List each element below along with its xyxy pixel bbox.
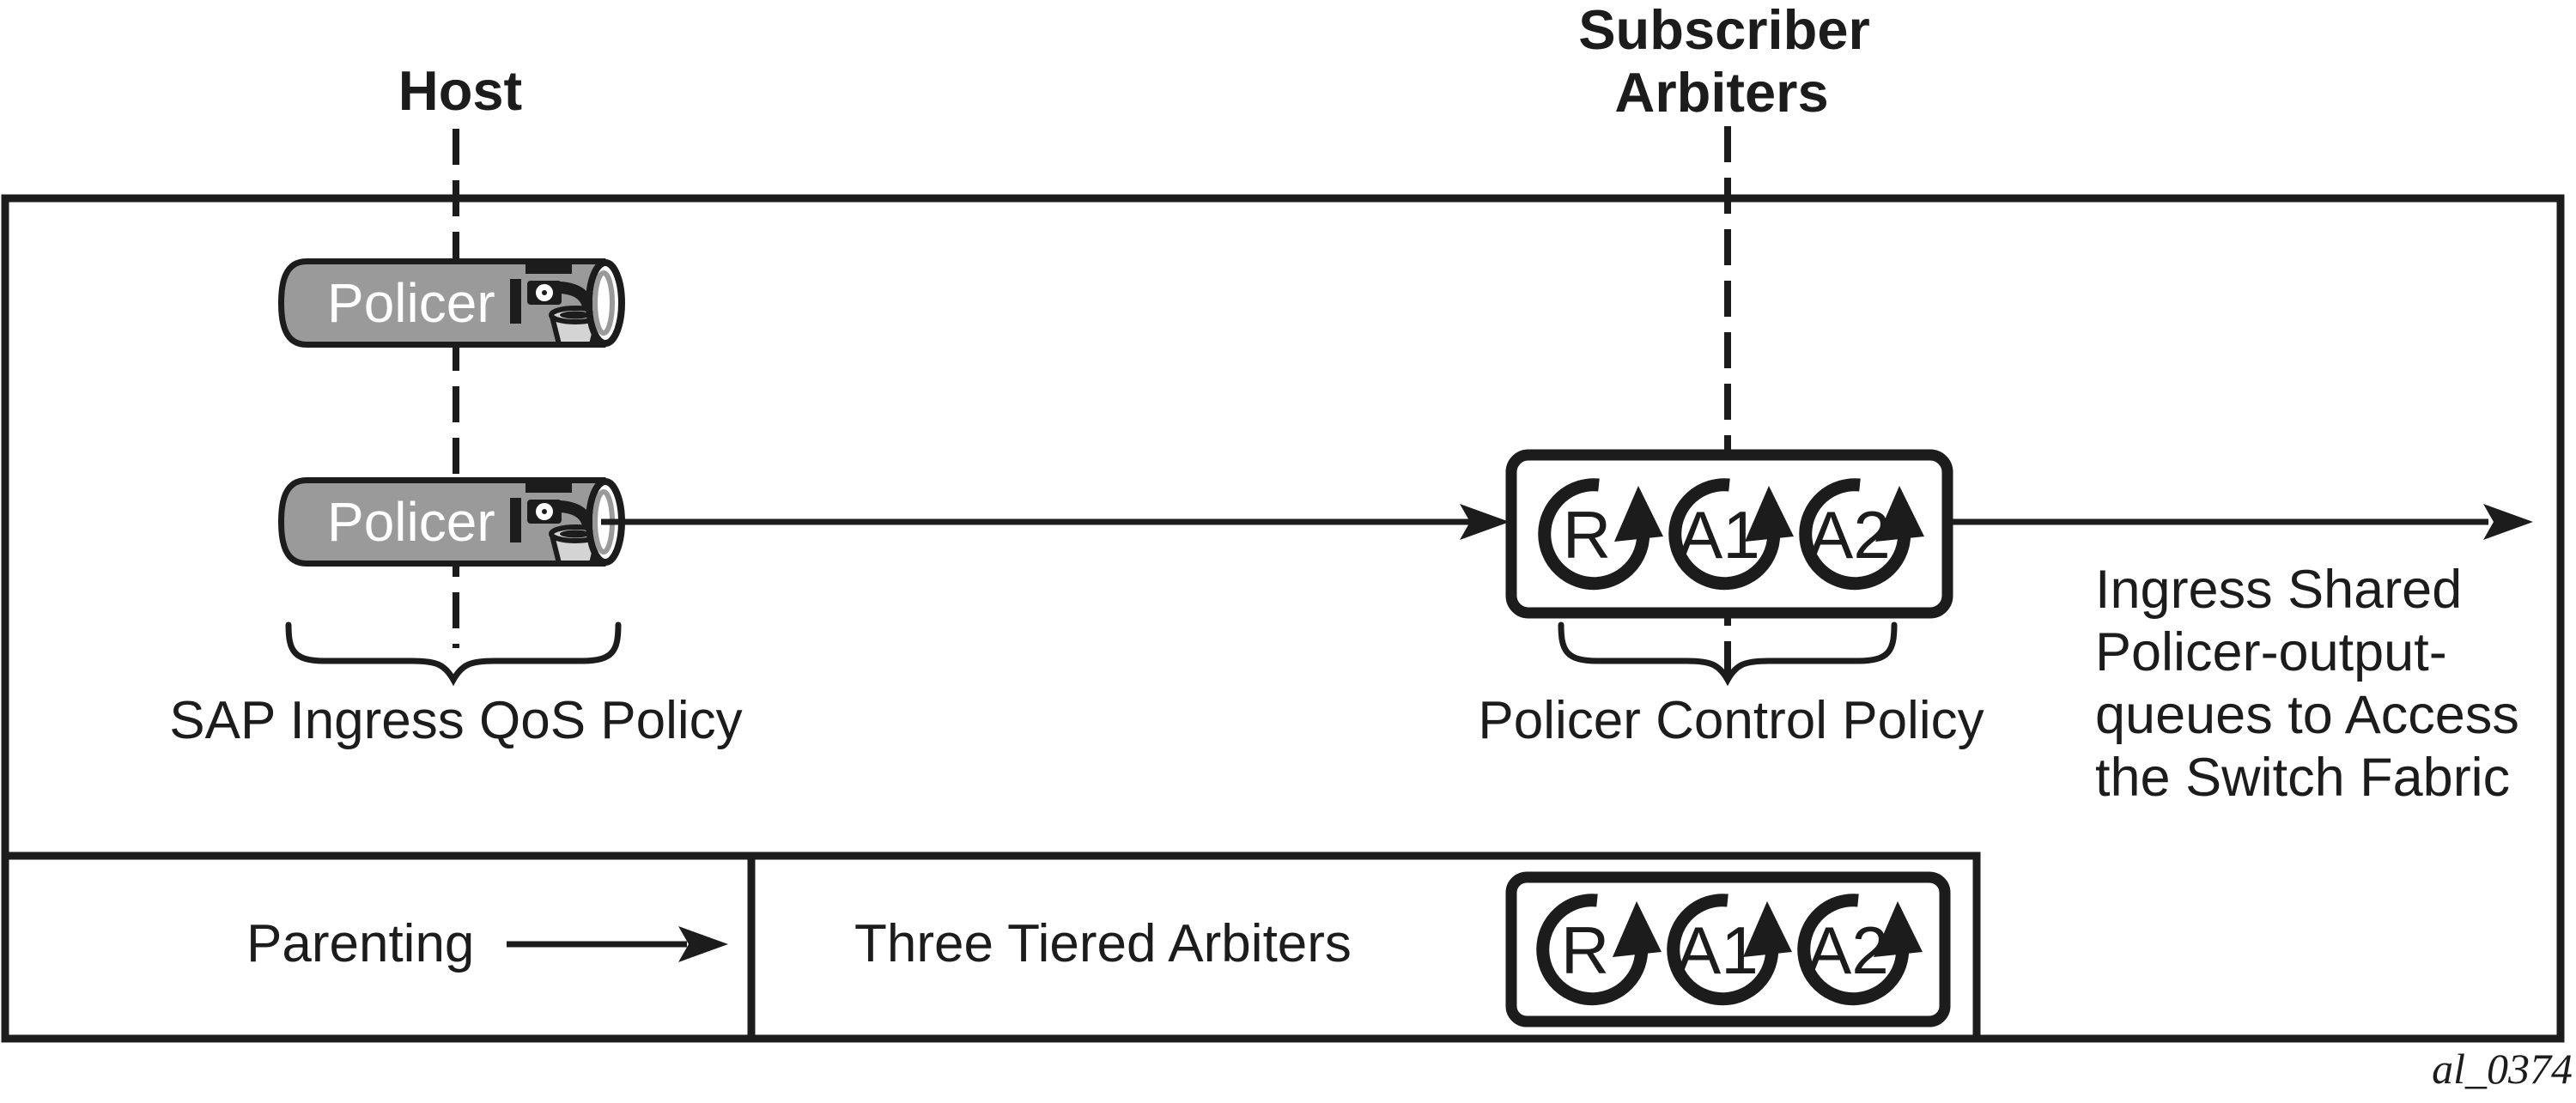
underbrace-policer-control: [1558, 621, 1898, 687]
arrowhead-icon: [2483, 504, 2533, 540]
ingress-shared-queues-label: Ingress Shared Policer-output- queues to…: [2095, 560, 2519, 808]
arbiter-letter-a1: A1: [1678, 497, 1759, 573]
arbiter-letter-r: R: [1563, 497, 1611, 573]
sap-ingress-qos-policy-label: SAP Ingress QoS Policy: [169, 691, 742, 750]
policer-pipe-label: Policer: [327, 491, 495, 553]
pipe-body: [277, 258, 606, 348]
flow-arrow-policer-to-arbiters: [601, 504, 1510, 540]
flow-arrow-arbiters-to-fabric: [1947, 504, 2533, 540]
ingress-shared-line3: queues to Access: [2095, 685, 2519, 745]
underbrace-sap-policy: [285, 621, 622, 687]
subscriber-arbiters-label-line1: Subscriber: [1578, 0, 1870, 61]
ingress-shared-line1: Ingress Shared: [2095, 560, 2462, 620]
policer-pipe-label: Policer: [327, 272, 495, 334]
parenting-arrow: [507, 926, 728, 962]
arbiter-letter-a1: A1: [1676, 912, 1758, 988]
subscriber-arbiters-label-line2: Arbiters: [1614, 61, 1828, 124]
host-label: Host: [398, 59, 522, 122]
bottom-band-box: [1, 851, 1981, 1043]
parenting-label: Parenting: [246, 914, 474, 973]
figure-id-label: al_0374: [2432, 1045, 2573, 1093]
arbiter-letter-a2: A2: [1808, 497, 1890, 573]
pipe-body: [277, 477, 606, 567]
arbiter-letter-a2: A2: [1807, 912, 1888, 988]
three-tiered-arbiters-label: Three Tiered Arbiters: [854, 914, 1352, 973]
ingress-shared-line2: Policer-output-: [2095, 622, 2447, 682]
policer-pipe-2: Policer: [277, 477, 625, 567]
arbiter-letter-r: R: [1561, 912, 1609, 988]
policer-pipe-1: Policer: [277, 258, 625, 348]
ingress-shared-line4: the Switch Fabric: [2095, 748, 2510, 808]
policer-control-policy-label: Policer Control Policy: [1478, 691, 1984, 750]
pipe-opening-inner-rim: [592, 270, 615, 336]
